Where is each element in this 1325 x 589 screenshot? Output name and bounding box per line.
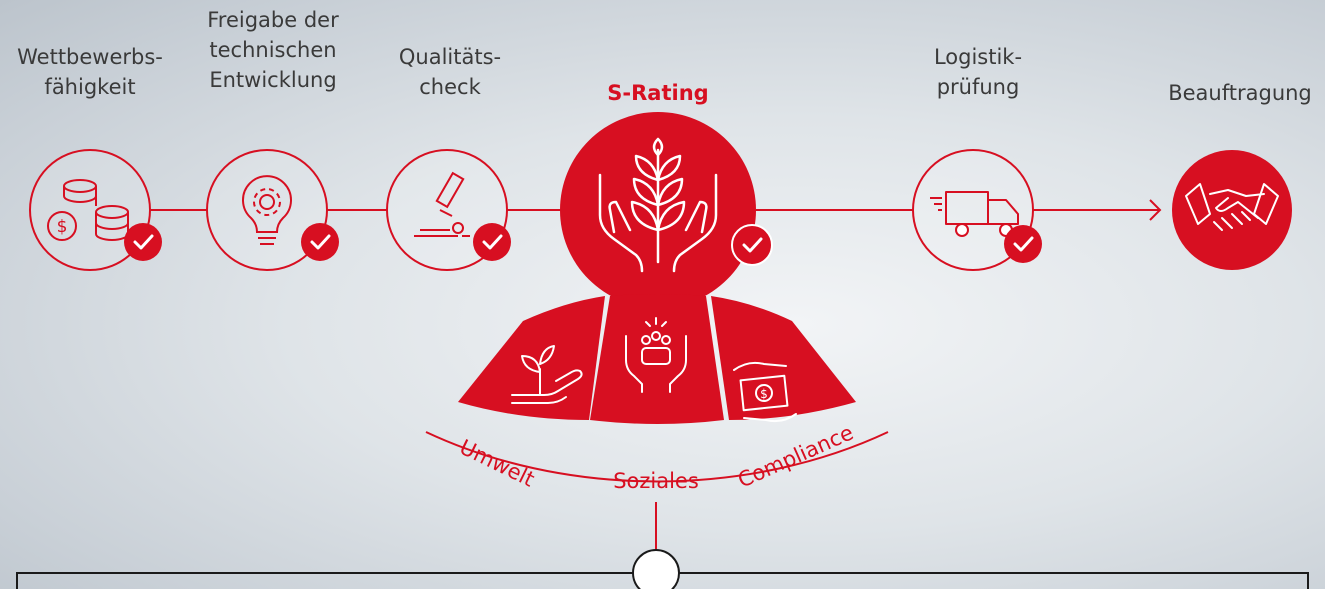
segment-umwelt: [458, 296, 605, 420]
stage-label-logistik: Logistik- prüfung: [933, 45, 1023, 99]
stage-qualitaet: [386, 149, 511, 271]
stage-logistik: [912, 149, 1042, 271]
check-badge-icon: [473, 223, 511, 261]
stage-label-beauftragung: Beauftragung: [1168, 81, 1312, 105]
stage-label-freigabe: Freigabe der technischen Entwicklung: [207, 8, 339, 92]
handshake-icon: [1185, 183, 1279, 231]
svg-text:$: $: [57, 217, 68, 237]
stage-s-rating: [560, 112, 773, 308]
stage-beauftragung: [1172, 150, 1292, 270]
check-badge-icon: [301, 223, 339, 261]
check-badge-icon: [124, 223, 162, 261]
stage-wettbewerb: $: [29, 149, 162, 271]
plant-hands-icon: [598, 137, 718, 273]
segment-label-compliance: Compliance: [734, 420, 857, 492]
money-hands-icon: $: [733, 361, 797, 423]
people-hands-icon: [625, 317, 687, 393]
process-connector: [150, 199, 1162, 221]
stage-freigabe: [206, 149, 339, 271]
segments-arc: [425, 431, 889, 483]
segment-compliance: $: [711, 296, 856, 423]
microscope-icon: [414, 171, 470, 237]
segment-soziales: [590, 294, 724, 424]
seedling-hand-icon: [511, 345, 583, 404]
check-badge-icon: [731, 224, 773, 266]
svg-text:$: $: [760, 387, 768, 401]
stage-label-wettbewerb: Wettbewerbs- fähigkeit: [17, 45, 163, 99]
check-badge-icon: [1004, 225, 1042, 263]
stage-label-s-rating: S-Rating: [607, 81, 709, 105]
detail-box-node: [632, 549, 680, 589]
lightbulb-gear-icon: [242, 175, 292, 245]
segment-label-umwelt: Umwelt: [456, 435, 538, 492]
segment-label-soziales: Soziales: [613, 469, 699, 493]
stage-label-qualitaet: Qualitäts- check: [398, 45, 502, 99]
